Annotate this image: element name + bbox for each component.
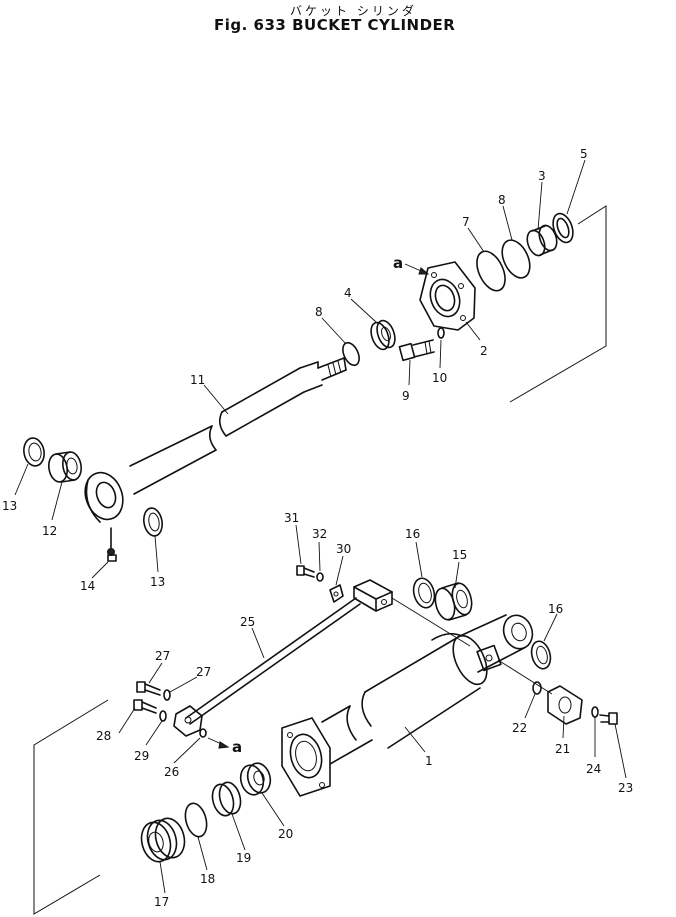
callout-13-right: 13	[150, 575, 165, 589]
part-11-piston-rod	[84, 357, 347, 523]
callout-18: 18	[200, 872, 215, 886]
part-17-piston	[140, 817, 186, 863]
callout-24: 24	[586, 762, 601, 776]
part-31-bolt	[296, 565, 315, 578]
part-26-oring	[199, 728, 207, 738]
part-28-bolt	[133, 699, 157, 714]
part-14-grease-fitting	[107, 527, 117, 562]
ref-a-bottom: a	[232, 738, 242, 756]
group-bracket-top	[509, 205, 607, 403]
leader-lines	[14, 159, 627, 894]
part-1-cylinder-tube	[281, 614, 534, 797]
callout-19: 19	[236, 851, 251, 865]
part-32-washer	[316, 572, 324, 582]
part-25-tube	[185, 597, 361, 725]
port-leader	[497, 659, 553, 695]
part-18-oring	[184, 802, 208, 838]
part-8-oring-lower	[342, 341, 360, 367]
callout-15: 15	[452, 548, 467, 562]
callout-25: 25	[240, 615, 255, 629]
callout-5: 5	[580, 147, 588, 161]
callout-29: 29	[134, 749, 149, 763]
callout-20: 20	[278, 827, 293, 841]
part-25-tube-flange	[173, 705, 203, 737]
callout-26: 26	[164, 765, 179, 779]
figure-title: Fig. 633 BUCKET CYLINDER	[214, 16, 456, 34]
title-japanese: バケット シリンダ	[290, 4, 417, 18]
callout-8-lower: 8	[315, 305, 323, 319]
junction-block	[353, 579, 393, 612]
part-22-oring	[532, 681, 542, 695]
callout-28: 28	[96, 729, 111, 743]
part-8-oring-upper	[501, 239, 531, 279]
callout-3: 3	[538, 169, 546, 183]
part-10-washer	[437, 327, 445, 339]
callout-31: 31	[284, 511, 299, 525]
callout-11: 11	[190, 373, 205, 387]
callout-16-lower: 16	[548, 602, 563, 616]
part-16-ring-lower	[530, 640, 552, 670]
part-23-bolt	[599, 712, 618, 725]
callout-8-upper: 8	[498, 193, 506, 207]
part-24-washer	[591, 706, 599, 718]
callout-30: 30	[336, 542, 351, 556]
callout-1: 1	[425, 754, 433, 768]
callout-22: 22	[512, 721, 527, 735]
part-27-bolt	[136, 681, 161, 696]
callout-labels: 5 3 8 7 4 8 2 9 10 11 13 12 13 14 31 32 …	[2, 147, 633, 909]
callout-27-lower: 27	[196, 665, 211, 679]
part-5-ring	[552, 212, 574, 244]
callout-17: 17	[154, 895, 169, 909]
part-7-oring	[476, 250, 506, 292]
part-16-ring-upper	[412, 577, 436, 609]
callout-2: 2	[480, 344, 488, 358]
part-20-nut	[239, 762, 272, 796]
callout-21: 21	[555, 742, 570, 756]
callout-9: 9	[402, 389, 410, 403]
callout-4: 4	[344, 286, 352, 300]
callout-10: 10	[432, 371, 447, 385]
part-27-washer	[163, 689, 171, 701]
part-29-washer	[159, 710, 167, 722]
group-bracket-bottom	[33, 699, 109, 915]
part-13-ring-right	[143, 507, 163, 537]
ref-a-top: a	[393, 254, 403, 272]
callout-12: 12	[42, 524, 57, 538]
part-21-flange	[547, 685, 583, 725]
part-13-ring-left	[23, 437, 45, 467]
part-30-clamp	[329, 584, 344, 603]
part-9-bolt	[398, 339, 435, 362]
part-15-bushing	[434, 582, 473, 621]
part-12-bushing	[48, 451, 82, 483]
callout-7: 7	[462, 215, 470, 229]
callout-16-upper: 16	[405, 527, 420, 541]
part-3-bushing	[526, 224, 558, 257]
callout-32: 32	[312, 527, 327, 541]
callout-14: 14	[80, 579, 95, 593]
callout-27-upper: 27	[155, 649, 170, 663]
callout-13-left: 13	[2, 499, 17, 513]
part-19-ring	[211, 781, 242, 817]
part-4-nut	[370, 319, 396, 351]
callout-23: 23	[618, 781, 633, 795]
part-2-cylinder-head	[419, 261, 476, 331]
